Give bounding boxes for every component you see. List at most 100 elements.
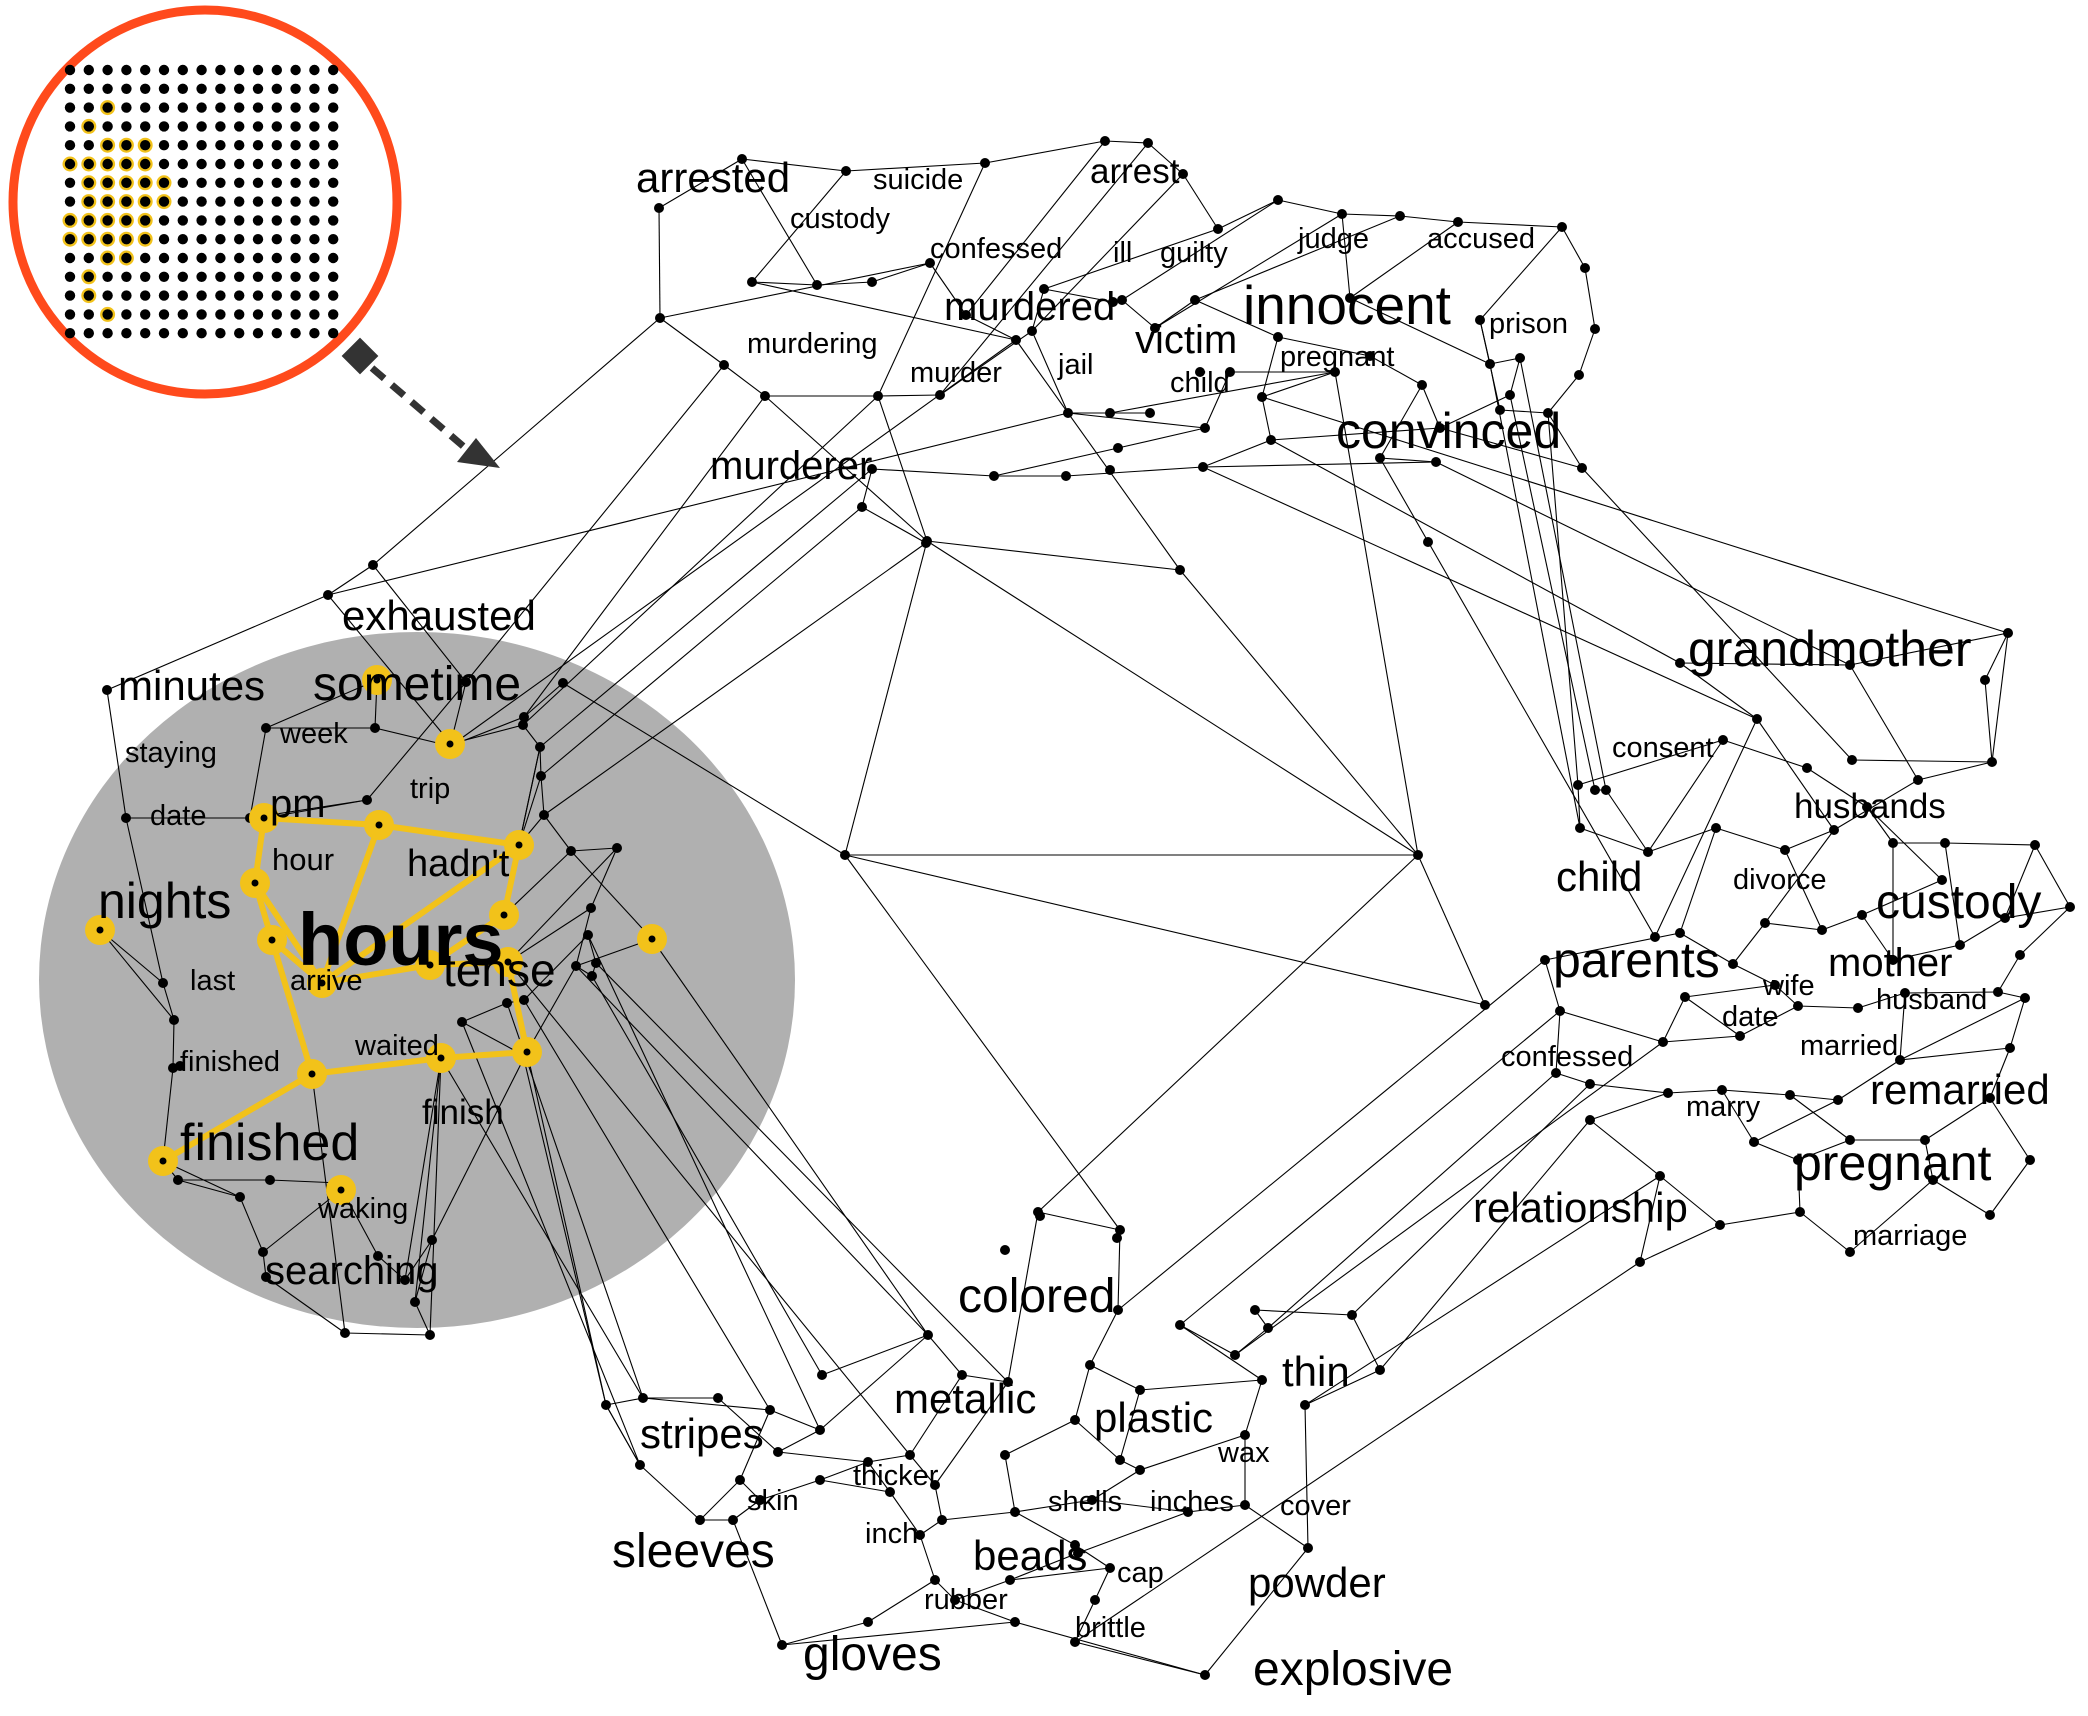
graph-node[interactable] bbox=[930, 1575, 940, 1585]
graph-node[interactable] bbox=[1070, 1637, 1080, 1647]
graph-node[interactable] bbox=[1375, 1365, 1385, 1375]
graph-node[interactable] bbox=[1011, 335, 1021, 345]
graph-node[interactable] bbox=[638, 1393, 648, 1403]
graph-node[interactable] bbox=[1480, 1000, 1490, 1010]
graph-node[interactable] bbox=[1200, 423, 1210, 433]
word-label-time[interactable]: waited bbox=[354, 1030, 439, 1062]
word-label-crime[interactable]: arrested bbox=[636, 154, 790, 201]
graph-node[interactable] bbox=[841, 166, 851, 176]
word-label-material[interactable]: sleeves bbox=[612, 1525, 775, 1578]
graph-node[interactable] bbox=[1250, 1305, 1260, 1315]
graph-node[interactable] bbox=[1735, 1031, 1745, 1041]
graph-node[interactable] bbox=[695, 1515, 705, 1525]
graph-node[interactable] bbox=[400, 1275, 410, 1285]
graph-node[interactable] bbox=[1273, 332, 1283, 342]
graph-node[interactable] bbox=[867, 464, 877, 474]
word-label-material[interactable]: brittle bbox=[1075, 1612, 1146, 1644]
graph-node[interactable] bbox=[1717, 1085, 1727, 1095]
word-label-family[interactable]: husband bbox=[1876, 984, 1987, 1016]
graph-node[interactable] bbox=[1395, 211, 1405, 221]
word-label-time[interactable]: tense bbox=[443, 944, 556, 996]
word-label-material[interactable]: explosive bbox=[1253, 1643, 1453, 1696]
graph-node[interactable] bbox=[1115, 1455, 1125, 1465]
word-label-crime[interactable]: suicide bbox=[873, 164, 963, 196]
graph-node[interactable] bbox=[1888, 955, 1898, 965]
graph-node[interactable] bbox=[2000, 913, 2010, 923]
graph-node[interactable] bbox=[937, 1515, 947, 1525]
graph-node[interactable] bbox=[1780, 845, 1790, 855]
graph-node[interactable] bbox=[713, 1393, 723, 1403]
graph-node[interactable] bbox=[1263, 1323, 1273, 1333]
graph-node[interactable] bbox=[737, 154, 747, 164]
graph-node[interactable] bbox=[1888, 838, 1898, 848]
word-label-crime[interactable]: accused bbox=[1427, 223, 1535, 255]
graph-node[interactable] bbox=[1112, 1233, 1122, 1243]
word-label-crime[interactable]: judge bbox=[1297, 223, 1369, 255]
word-label-material[interactable]: metallic bbox=[894, 1375, 1036, 1422]
graph-node[interactable] bbox=[235, 1192, 245, 1202]
graph-node[interactable] bbox=[1845, 660, 1855, 670]
graph-node[interactable] bbox=[502, 998, 512, 1008]
graph-node[interactable] bbox=[1585, 1079, 1595, 1089]
graph-node[interactable] bbox=[961, 310, 971, 320]
graph-node[interactable] bbox=[1862, 802, 1872, 812]
word-label-material[interactable]: gloves bbox=[803, 1628, 942, 1681]
word-label-family[interactable]: date bbox=[1722, 1001, 1778, 1033]
word-label-crime[interactable]: victim bbox=[1135, 318, 1237, 362]
word-label-crime[interactable]: child bbox=[1170, 367, 1230, 399]
graph-node[interactable] bbox=[1900, 988, 1910, 998]
graph-node[interactable] bbox=[1829, 825, 1839, 835]
word-label-family[interactable]: divorce bbox=[1733, 864, 1827, 896]
graph-node[interactable] bbox=[1590, 324, 1600, 334]
graph-node[interactable] bbox=[923, 1330, 933, 1340]
word-label-material[interactable]: wax bbox=[1217, 1437, 1270, 1469]
word-label-time[interactable]: finished bbox=[180, 1114, 359, 1172]
graph-node[interactable] bbox=[867, 277, 877, 287]
graph-node[interactable] bbox=[863, 1617, 873, 1627]
graph-node[interactable] bbox=[1577, 463, 1587, 473]
graph-node[interactable] bbox=[1213, 224, 1223, 234]
graph-node[interactable] bbox=[1802, 763, 1812, 773]
graph-node[interactable] bbox=[1985, 1093, 1995, 1103]
word-label-material[interactable]: rubber bbox=[924, 1584, 1008, 1616]
graph-node[interactable] bbox=[1540, 955, 1550, 965]
graph-node[interactable] bbox=[1557, 222, 1567, 232]
graph-node[interactable] bbox=[1135, 1385, 1145, 1395]
graph-node[interactable] bbox=[1070, 1415, 1080, 1425]
graph-node[interactable] bbox=[817, 1370, 827, 1380]
graph-node[interactable] bbox=[1601, 785, 1611, 795]
graph-node[interactable] bbox=[1417, 380, 1427, 390]
word-label-material[interactable]: cap bbox=[1117, 1557, 1164, 1589]
word-label-family[interactable]: marry bbox=[1686, 1091, 1761, 1123]
graph-node[interactable] bbox=[1590, 785, 1600, 795]
word-label-family[interactable]: husbands bbox=[1794, 787, 1946, 826]
graph-node[interactable] bbox=[1135, 1465, 1145, 1475]
word-label-family[interactable]: parents bbox=[1553, 932, 1720, 988]
graph-node[interactable] bbox=[1003, 1377, 1013, 1387]
word-label-time[interactable]: minutes bbox=[118, 662, 265, 709]
word-label-material[interactable]: inch bbox=[865, 1518, 918, 1550]
word-label-crime[interactable]: prison bbox=[1489, 308, 1568, 340]
graph-node[interactable] bbox=[635, 1460, 645, 1470]
word-label-family[interactable]: confessed bbox=[1501, 1041, 1633, 1073]
word-label-time[interactable]: hours bbox=[298, 898, 504, 981]
graph-node[interactable] bbox=[1770, 980, 1780, 990]
graph-node[interactable] bbox=[1845, 1135, 1855, 1145]
graph-node[interactable] bbox=[1027, 326, 1037, 336]
graph-node[interactable] bbox=[1347, 1310, 1357, 1320]
graph-node[interactable] bbox=[1573, 780, 1583, 790]
graph-node[interactable] bbox=[1105, 1563, 1115, 1573]
graph-node[interactable] bbox=[1230, 1350, 1240, 1360]
graph-node[interactable] bbox=[925, 258, 935, 268]
graph-node[interactable] bbox=[1913, 775, 1923, 785]
graph-node[interactable] bbox=[586, 903, 596, 913]
graph-node[interactable] bbox=[461, 677, 471, 687]
graph-node[interactable] bbox=[1845, 1247, 1855, 1257]
word-label-crime[interactable]: murdering bbox=[747, 328, 878, 360]
graph-node[interactable] bbox=[536, 771, 546, 781]
graph-node[interactable] bbox=[1178, 169, 1188, 179]
word-label-material[interactable]: thicker bbox=[853, 1460, 939, 1492]
graph-node[interactable] bbox=[1273, 195, 1283, 205]
word-label-time[interactable]: hour bbox=[272, 842, 334, 877]
word-label-material[interactable]: inches bbox=[1150, 1486, 1234, 1518]
